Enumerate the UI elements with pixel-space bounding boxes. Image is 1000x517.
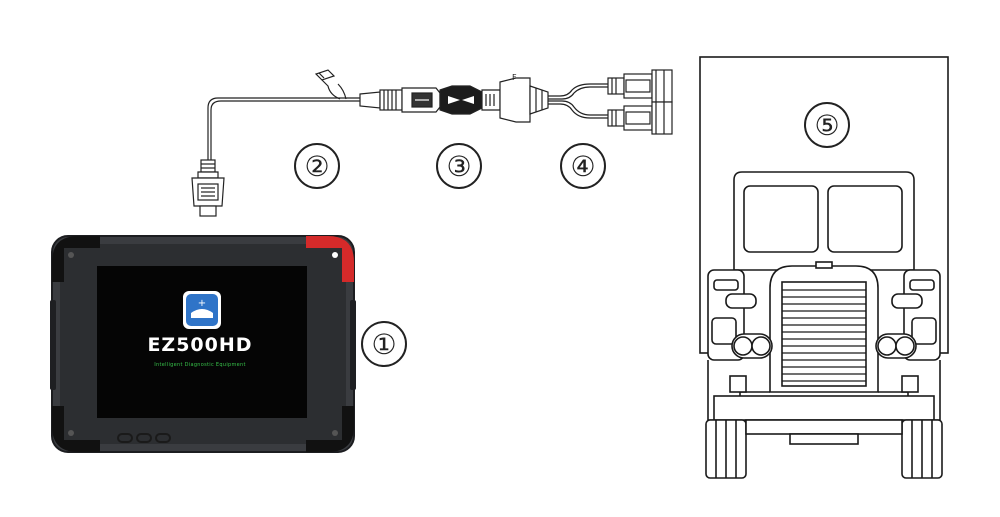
- truck-grille: [781, 281, 867, 387]
- corner-bumper-top-left: [52, 236, 100, 282]
- callout-2: ②: [294, 143, 340, 189]
- main-cable: [191, 69, 403, 217]
- callout-4: ④: [560, 143, 606, 189]
- corner-bumper-top-right: [306, 236, 354, 282]
- callout-1: ①: [361, 321, 407, 367]
- truck-headlights-right: [875, 333, 917, 359]
- obd-adapter: [401, 85, 501, 115]
- truck-bumper: [713, 395, 935, 421]
- tablet-hardware-buttons: [117, 433, 171, 443]
- corner-bumper-bottom-right: [306, 406, 354, 452]
- callout-5: ⑤: [804, 102, 850, 148]
- truck-headlights-left: [731, 333, 773, 359]
- truck-wheels: [705, 419, 943, 479]
- ez500hd-tablet: +: [50, 235, 356, 453]
- device-tagline: Intelligent Diagnostic Equipment: [154, 362, 246, 368]
- callout-3: ③: [436, 143, 482, 189]
- y-adapter-cable: F: [499, 69, 673, 135]
- corner-bumper-bottom-left: [52, 406, 100, 452]
- svg-text:F: F: [512, 73, 517, 82]
- svg-text:+: +: [198, 298, 206, 309]
- device-brand-label: EZ500HD: [147, 334, 253, 356]
- diagnostic-app-icon: +: [183, 291, 221, 329]
